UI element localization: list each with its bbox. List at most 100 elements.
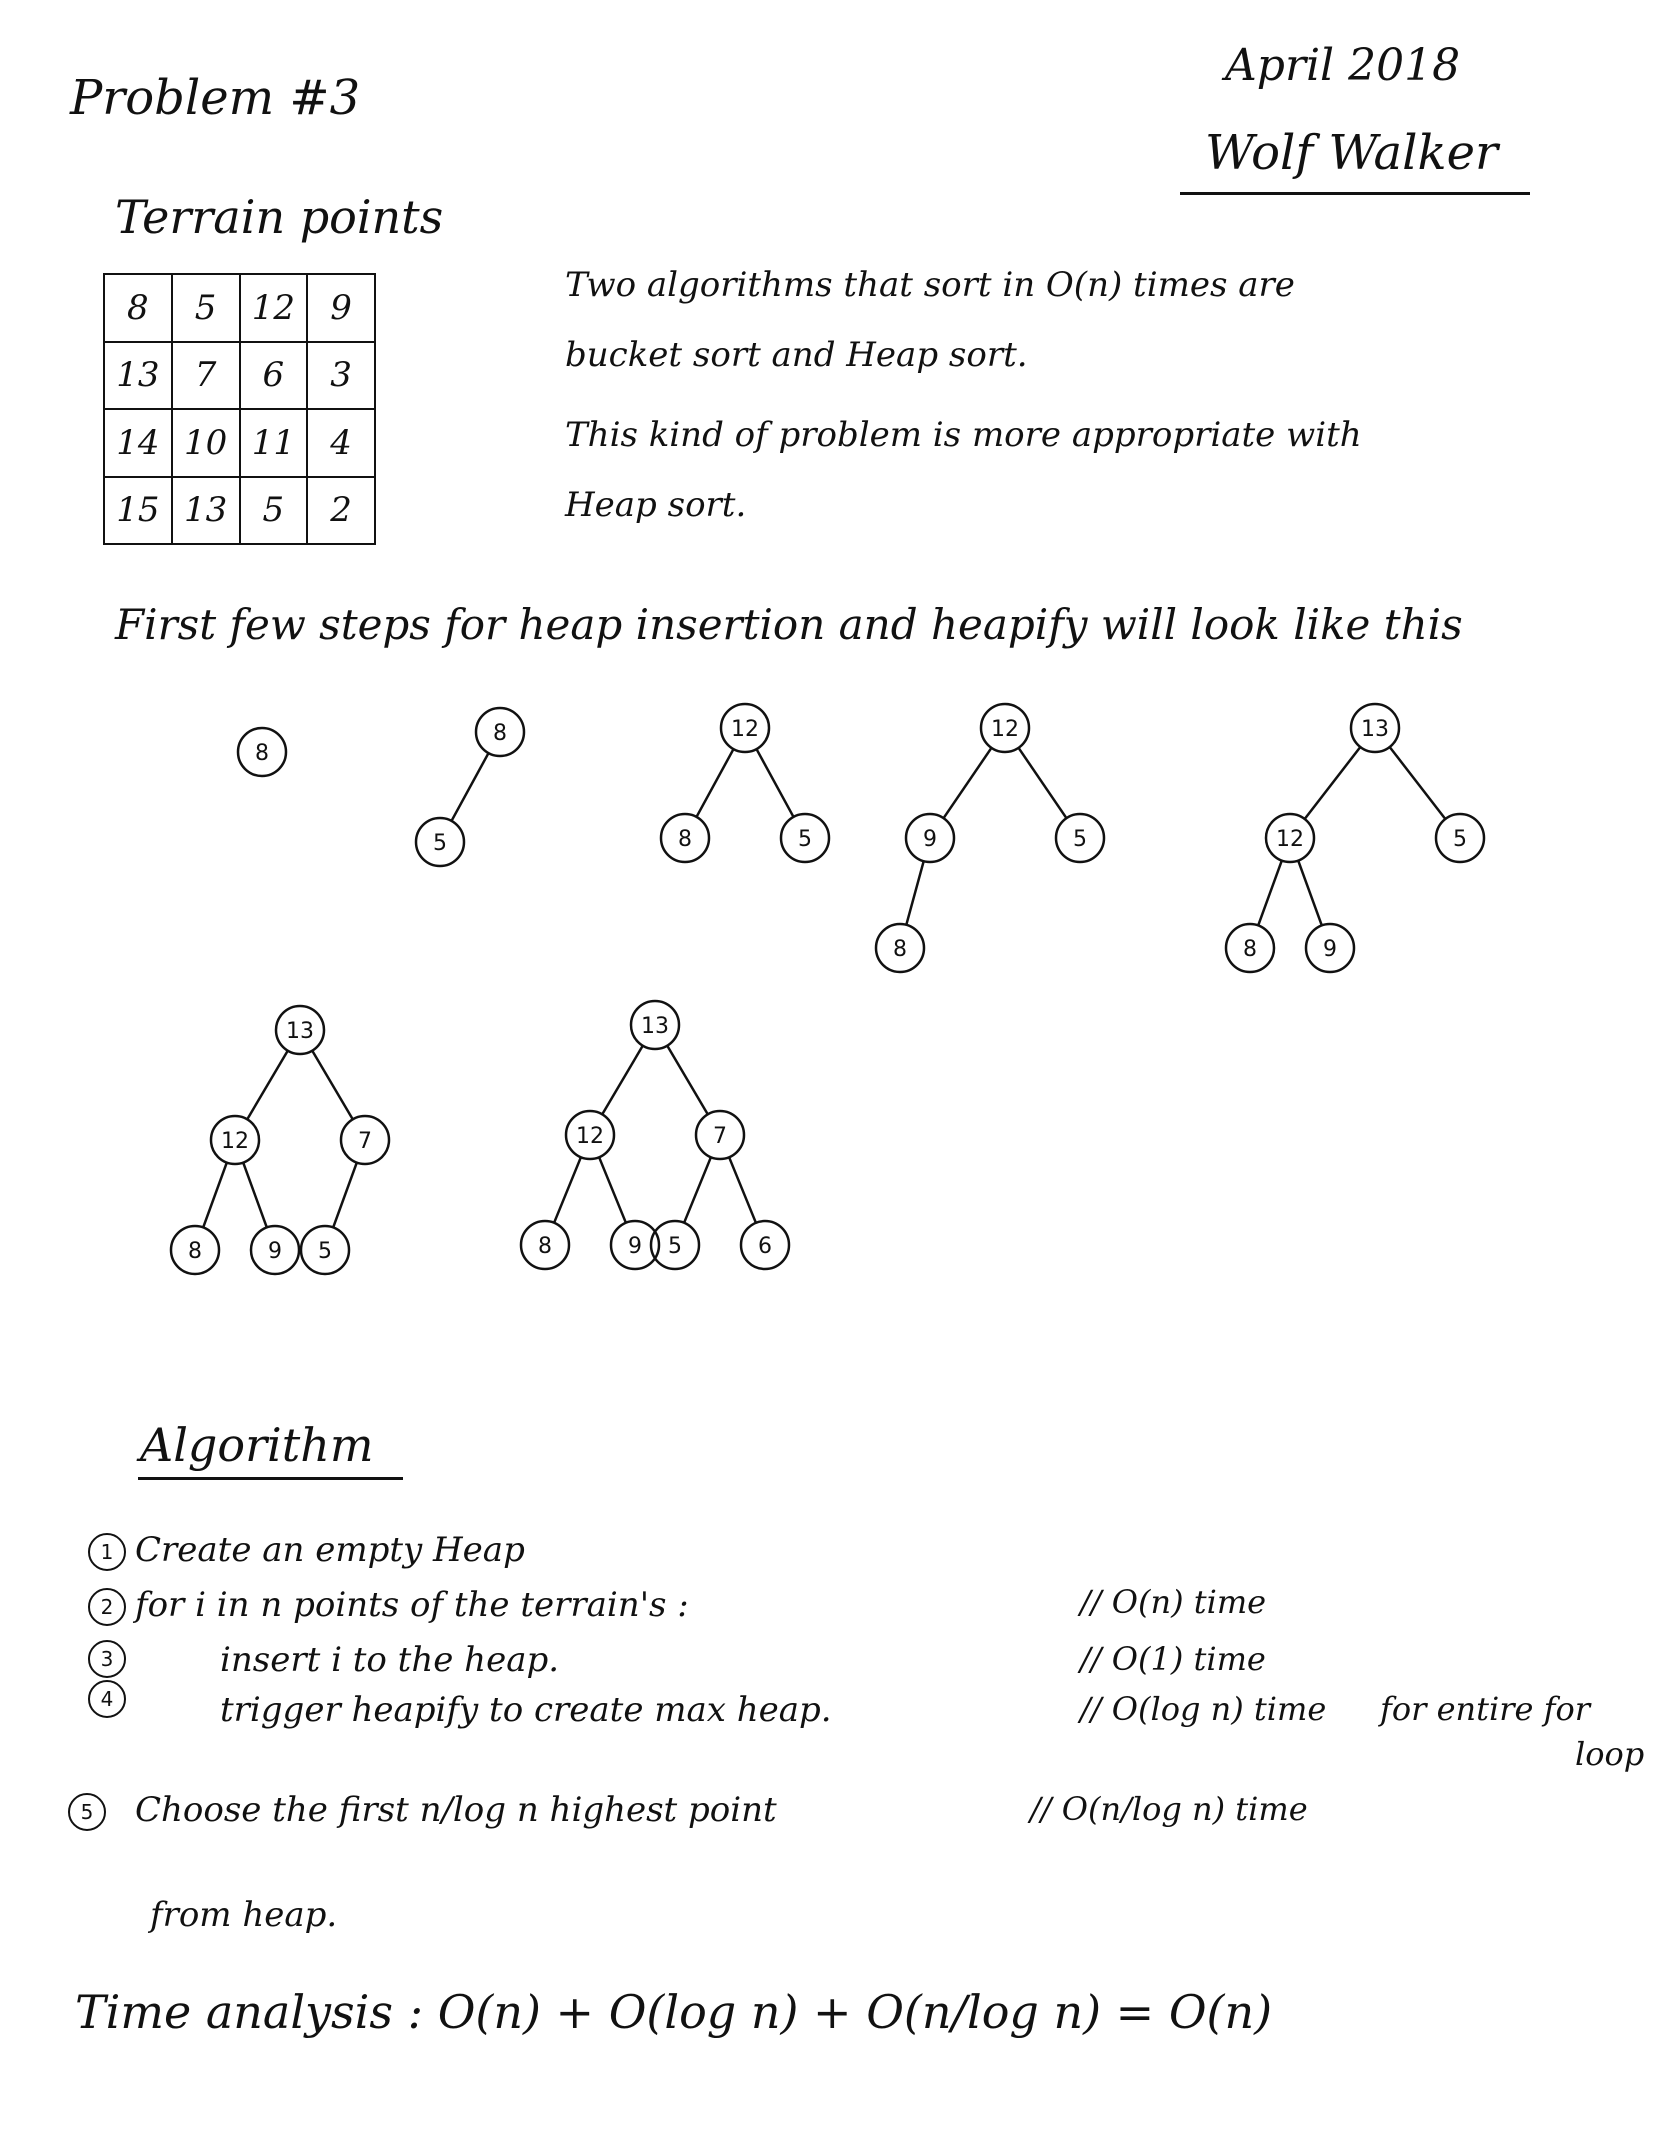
grid-cell: 9 (306, 273, 376, 343)
heap-steps-heading: First few steps for heap insertion and h… (115, 600, 1463, 649)
heap-node (1304, 922, 1356, 974)
heap-node-label: 13 (1361, 717, 1389, 742)
heap-node (414, 816, 466, 868)
heap-edge (246, 1050, 289, 1120)
heap-node-label: 8 (1243, 937, 1257, 962)
heap-node (209, 1114, 261, 1166)
heap-node-label: 8 (893, 937, 907, 962)
heap-tree: 85 (414, 706, 526, 868)
heap-node-label: 12 (731, 717, 759, 742)
heap-node (609, 1219, 661, 1271)
heap-node (739, 1219, 791, 1271)
heap-edge (942, 747, 993, 819)
heap-edge (1257, 860, 1283, 926)
algorithm-step-4: trigger heapify to create max heap. (220, 1690, 832, 1730)
step-4-note-cont: loop (1575, 1735, 1645, 1773)
heap-edge (552, 1156, 583, 1224)
heap-node (694, 1109, 746, 1161)
grid-cell: 8 (103, 273, 173, 343)
algorithm-step-5: Choose the first n/log n highest point (135, 1790, 777, 1830)
step-number: 2 (88, 1588, 126, 1626)
heap-node (659, 812, 711, 864)
heap-edge (597, 1156, 628, 1224)
grid-cell: 10 (170, 408, 241, 478)
author-name: Wolf Walker (1205, 125, 1498, 181)
heap-edge (682, 1156, 713, 1224)
grid-cell: 15 (103, 475, 173, 545)
heap-node (979, 702, 1031, 754)
heap-node-label: 7 (713, 1124, 727, 1149)
page-title: Problem #3 (70, 70, 361, 126)
heap-node-label: 8 (678, 827, 692, 852)
heap-node (169, 1224, 221, 1276)
step-3-complexity: // O(1) time (1080, 1640, 1266, 1678)
step-number: 3 (88, 1640, 126, 1678)
heap-tree: 8 (236, 726, 288, 778)
heap-node-label: 8 (493, 721, 507, 746)
heap-node (874, 922, 926, 974)
grid-row: 15 13 5 2 (103, 475, 376, 545)
heap-node-label: 12 (1276, 827, 1304, 852)
grid-cell: 2 (306, 475, 376, 545)
heap-tree: 13 12 5 8 9 (1224, 702, 1486, 974)
grid-cell: 13 (170, 475, 241, 545)
heap-node-label: 9 (628, 1234, 642, 1259)
grid-row: 13 7 6 3 (103, 340, 376, 410)
heap-sort-note-cont: Heap sort. (565, 485, 747, 525)
heap-node-label: 5 (318, 1239, 332, 1264)
heap-node-label: 5 (1453, 827, 1467, 852)
step-4-note: for entire for (1380, 1690, 1591, 1728)
heap-node (1224, 922, 1276, 974)
grid-row: 8 5 12 9 (103, 273, 376, 343)
heap-node (474, 706, 526, 758)
heap-node (719, 702, 771, 754)
step-4-complexity: // O(log n) time (1080, 1690, 1327, 1728)
heap-node-label: 5 (433, 831, 447, 856)
heap-node (519, 1219, 571, 1271)
algorithm-step-3: insert i to the heap. (220, 1640, 560, 1680)
grid-cell: 5 (238, 475, 309, 545)
step-number: 4 (88, 1680, 126, 1718)
heap-edge (601, 1045, 644, 1115)
heap-node-label: 5 (668, 1234, 682, 1259)
heap-node-label: 8 (538, 1234, 552, 1259)
heap-sort-note: This kind of problem is more appropriate… (565, 415, 1362, 455)
heap-edge (1017, 747, 1068, 819)
heap-node-label: 8 (255, 741, 269, 766)
date-label: April 2018 (1225, 40, 1461, 91)
algorithm-underline (138, 1477, 403, 1480)
heap-node-label: 13 (286, 1019, 314, 1044)
heap-node-label: 9 (1323, 937, 1337, 962)
algorithm-step-2: for i in n points of the terrain's : (135, 1585, 689, 1625)
grid-cell: 4 (306, 408, 376, 478)
grid-cell: 14 (103, 408, 173, 478)
heap-edge (666, 1045, 709, 1115)
heap-node (629, 999, 681, 1051)
grid-cell: 12 (238, 273, 309, 343)
heap-node (904, 812, 956, 864)
heap-edge (905, 860, 925, 926)
heap-node-label: 8 (188, 1239, 202, 1264)
heap-node-label: 7 (358, 1129, 372, 1154)
algorithm-step-5-cont: from heap. (150, 1895, 338, 1935)
heap-node-label: 6 (758, 1234, 772, 1259)
heap-node (1349, 702, 1401, 754)
step-2-complexity: // O(n) time (1080, 1583, 1267, 1621)
sort-algorithms-text: Two algorithms that sort in O(n) times a… (565, 265, 1295, 305)
heap-node-label: 12 (221, 1129, 249, 1154)
grid-cell: 11 (238, 408, 309, 478)
heap-node-label: 12 (991, 717, 1019, 742)
heap-node (1434, 812, 1486, 864)
grid-cell: 7 (170, 340, 241, 410)
heap-edge (311, 1050, 354, 1120)
heap-edge (1388, 746, 1447, 820)
step-5-complexity: // O(n/log n) time (1030, 1790, 1308, 1828)
heap-edge (695, 748, 735, 818)
heap-edge (242, 1162, 268, 1228)
grid-cell: 13 (103, 340, 173, 410)
grid-cell: 5 (170, 273, 241, 343)
